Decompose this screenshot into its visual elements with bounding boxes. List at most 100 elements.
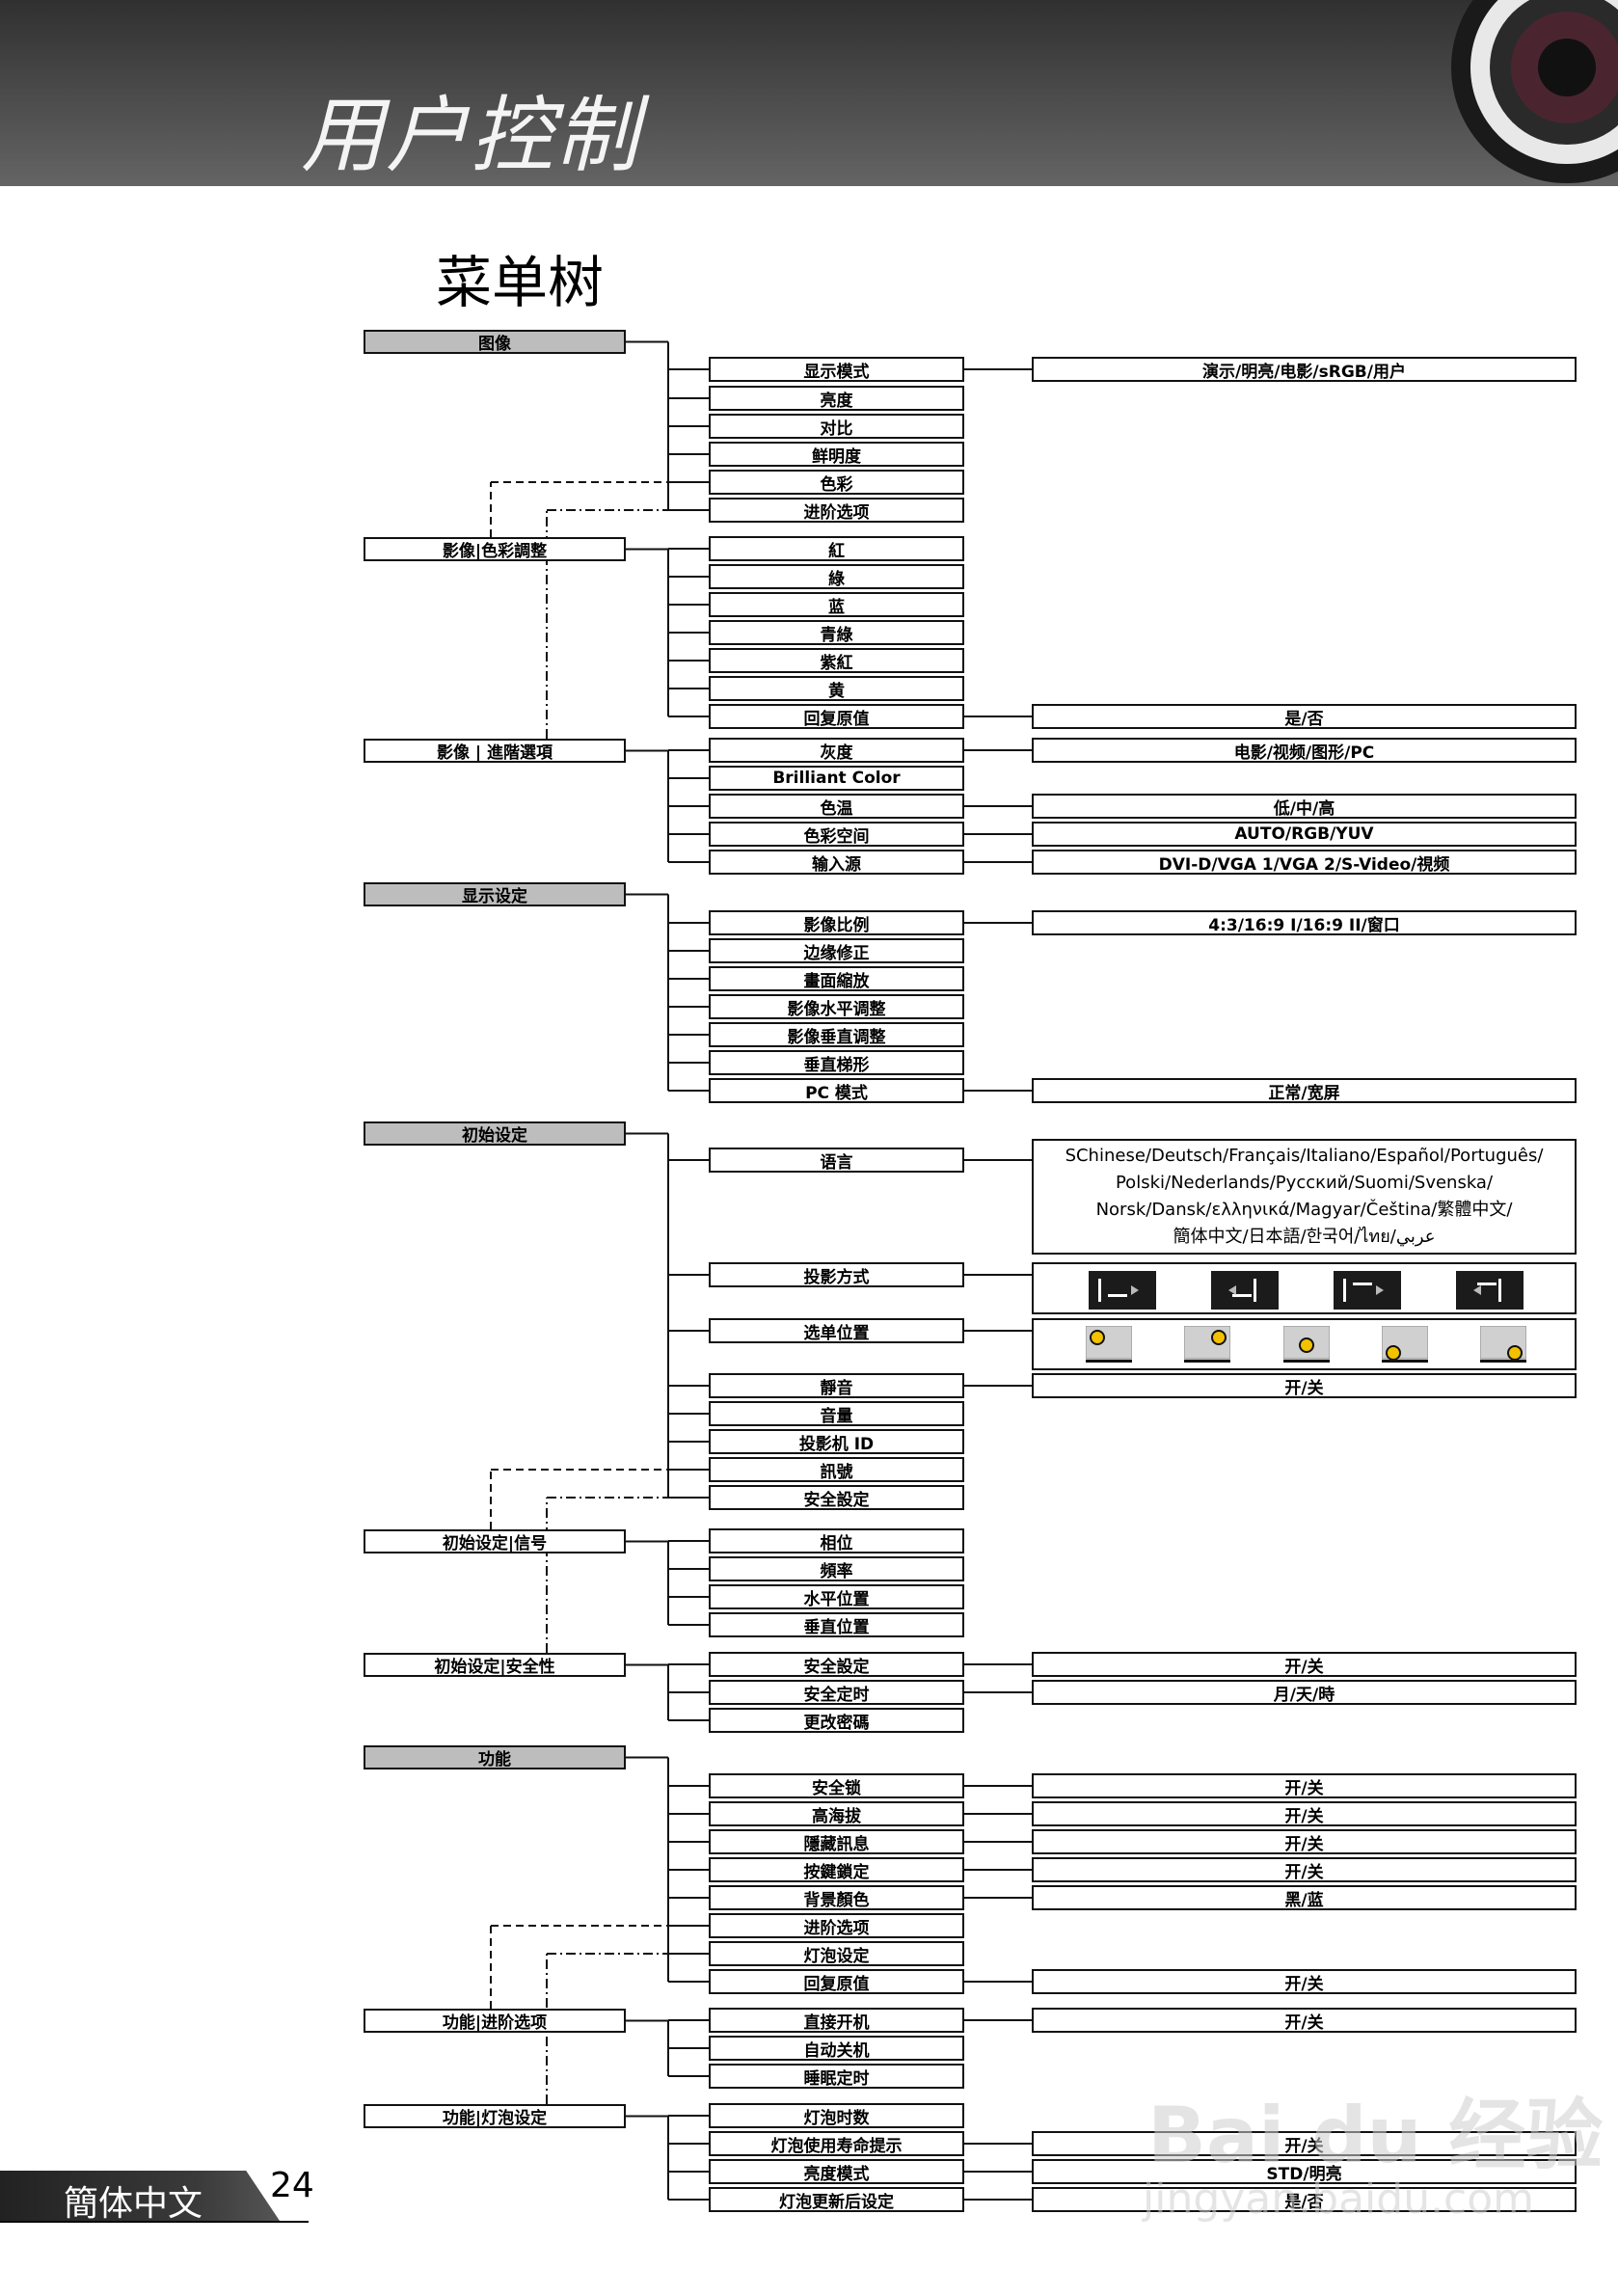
menu-item: 訊號 — [709, 1457, 964, 1482]
menu-option-values: 开/关 — [1032, 2008, 1577, 2033]
menu-option-values: 电影/视频/图形/PC — [1032, 738, 1577, 763]
projector-lens-icon — [1451, 0, 1618, 183]
menu-item: 回复原值 — [709, 704, 964, 729]
menu-item: 紅 — [709, 536, 964, 561]
menu-option-values: 是/否 — [1032, 2187, 1577, 2212]
menu-item: 回复原值 — [709, 1969, 964, 1994]
rear-desktop-icon — [1211, 1271, 1279, 1310]
menu-item: 蓝 — [709, 592, 964, 617]
watermark-url: jingyan.baidu.com — [1143, 2174, 1535, 2224]
menu-item: 亮度 — [709, 386, 964, 411]
menu-item: 更改密碼 — [709, 1708, 964, 1733]
menu-option-values: 开/关 — [1032, 1652, 1577, 1677]
menu-item: 音量 — [709, 1401, 964, 1426]
footer-language: 簡体中文 — [64, 2184, 203, 2224]
menu-item: 青綠 — [709, 620, 964, 645]
menu-item: 自动关机 — [709, 2036, 964, 2061]
menu-option-values: 开/关 — [1032, 1773, 1577, 1798]
front-desktop-icon — [1089, 1271, 1156, 1310]
menu-item: 灯泡设定 — [709, 1941, 964, 1966]
menu-item: 安全定时 — [709, 1680, 964, 1705]
menu-item: 畫面縮放 — [709, 966, 964, 991]
menu-item: 垂直梯形 — [709, 1050, 964, 1075]
menu-section-header: 初始设定 — [364, 1121, 626, 1146]
menu-item: 黄 — [709, 676, 964, 701]
menu-item: 投影方式 — [709, 1262, 964, 1287]
menu-option-values: 演示/明亮/电影/sRGB/用户 — [1032, 357, 1577, 382]
rear-ceiling-icon — [1456, 1271, 1524, 1310]
menu-item: 垂直位置 — [709, 1612, 964, 1637]
menu-item: 安全锁 — [709, 1773, 964, 1798]
menu-option-values: 开/关 — [1032, 1829, 1577, 1854]
menu-item: 边缘修正 — [709, 938, 964, 963]
menu-section-header: 功能|进阶选项 — [364, 2009, 626, 2033]
menu-section-header: 初始设定|安全性 — [364, 1653, 626, 1677]
menu-item: 背景顏色 — [709, 1885, 964, 1910]
menu-location-options — [1032, 1318, 1577, 1370]
footer-language-tab — [0, 2171, 280, 2221]
menu-item: Brilliant Color — [709, 766, 964, 791]
menu-item: 直接开机 — [709, 2008, 964, 2033]
menu-item: 灯泡时数 — [709, 2103, 964, 2128]
menu-item: 色彩 — [709, 470, 964, 495]
menu-item: 灯泡使用寿命提示 — [709, 2131, 964, 2156]
menu-item: 进阶选项 — [709, 498, 964, 523]
front-ceiling-icon — [1334, 1271, 1401, 1310]
menu-section-header: 图像 — [364, 330, 626, 354]
menu-item: 鲜明度 — [709, 442, 964, 467]
menu-item: 紫紅 — [709, 648, 964, 673]
menu-item: 隱藏訊息 — [709, 1829, 964, 1854]
menu-option-values: 低/中/高 — [1032, 794, 1577, 819]
menu-item: 进阶选项 — [709, 1913, 964, 1938]
menu-item: 安全設定 — [709, 1485, 964, 1510]
language-options-line: SChinese/Deutsch/Français/Italiano/Españ… — [1065, 1146, 1544, 1166]
footer-rule — [0, 2221, 309, 2223]
menu-section-header: 影像 | 進階選項 — [364, 739, 626, 763]
menu-item: 水平位置 — [709, 1584, 964, 1609]
menu-option-values: STD/明亮 — [1032, 2159, 1577, 2184]
menu-option-values: 开/关 — [1032, 2131, 1577, 2156]
menu-option-values: DVI-D/VGA 1/VGA 2/S-Video/視频 — [1032, 850, 1577, 875]
center-icon — [1282, 1326, 1330, 1363]
language-options-line: 簡体中文/日本語/한국어/ไทย/عربي — [1173, 1227, 1436, 1247]
menu-item: 頻率 — [709, 1556, 964, 1581]
menu-option-values: 开/关 — [1032, 1373, 1577, 1398]
menu-item: 相位 — [709, 1528, 964, 1553]
menu-item: 影像水平调整 — [709, 994, 964, 1019]
watermark-logo: Bai du 经验 — [1147, 2091, 1604, 2180]
menu-item: 选单位置 — [709, 1318, 964, 1343]
menu-item: 影像比例 — [709, 910, 964, 935]
menu-option-values: 黑/蓝 — [1032, 1885, 1577, 1910]
menu-option-values: 是/否 — [1032, 704, 1577, 729]
language-options-line: Norsk/Dansk/ελληνικά/Magyar/Čeština/繁體中文… — [1095, 1200, 1513, 1220]
page-number: 24 — [270, 2166, 314, 2205]
bottom-right-icon — [1479, 1326, 1526, 1363]
menu-option-values: 开/关 — [1032, 1857, 1577, 1882]
bottom-left-icon — [1381, 1326, 1428, 1363]
menu-item: 按鍵鎖定 — [709, 1857, 964, 1882]
projection-mode-options — [1032, 1262, 1577, 1314]
menu-item: 灯泡更新后设定 — [709, 2187, 964, 2212]
menu-option-values: 4:3/16:9 I/16:9 II/窗口 — [1032, 910, 1577, 935]
menu-item: 安全設定 — [709, 1652, 964, 1677]
menu-option-values: 月/天/時 — [1032, 1680, 1577, 1705]
menu-section-header: 影像|色彩調整 — [364, 537, 626, 561]
menu-item: 高海拔 — [709, 1801, 964, 1826]
language-options-line: Polski/Nederlands/Pусский/Suomi/Svenska/ — [1115, 1173, 1494, 1193]
language-options: SChinese/Deutsch/Français/Italiano/Españ… — [1032, 1139, 1577, 1255]
menu-option-values: 开/关 — [1032, 1801, 1577, 1826]
menu-item: 綠 — [709, 564, 964, 589]
menu-item: 亮度模式 — [709, 2159, 964, 2184]
menu-item: PC 模式 — [709, 1078, 964, 1103]
top-left-icon — [1086, 1326, 1133, 1363]
menu-item: 影像垂直调整 — [709, 1022, 964, 1047]
menu-item: 色温 — [709, 794, 964, 819]
menu-item: 靜音 — [709, 1373, 964, 1398]
menu-option-values: AUTO/RGB/YUV — [1032, 822, 1577, 847]
menu-item: 对比 — [709, 414, 964, 439]
top-right-icon — [1184, 1326, 1231, 1363]
menu-section-header: 显示设定 — [364, 882, 626, 906]
chapter-title: 用户控制 — [301, 88, 640, 184]
menu-item: 睡眠定时 — [709, 2064, 964, 2089]
menu-item: 投影机 ID — [709, 1429, 964, 1454]
